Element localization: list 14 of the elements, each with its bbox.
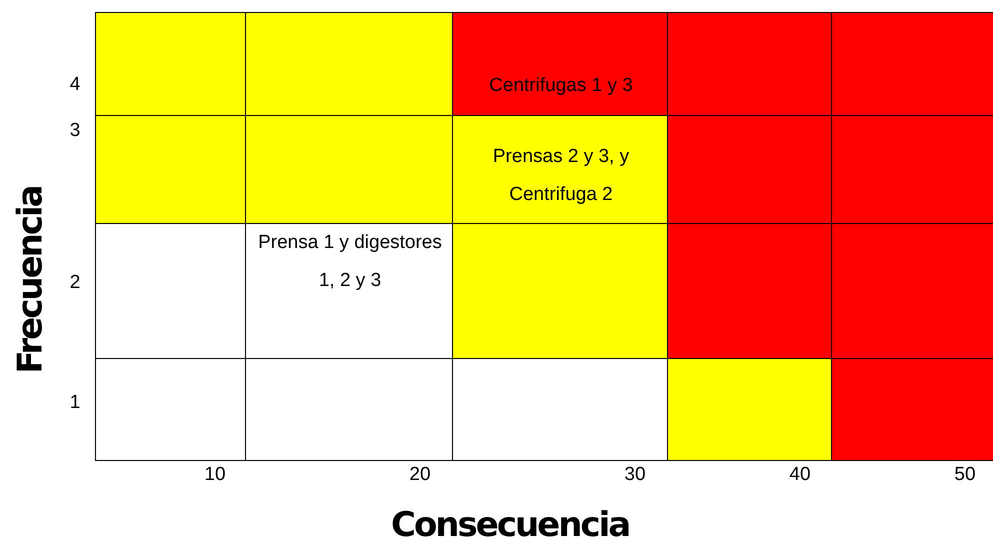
column-label: 30	[623, 463, 647, 487]
row-label: 2	[68, 271, 82, 295]
cell-text: Centrifugas 1 y 3	[488, 74, 634, 98]
column-label: 40	[788, 463, 812, 487]
axis-title: Frecuencia	[10, 186, 50, 374]
row-label: 1	[68, 391, 82, 415]
cell-text: Prensa 1 y digestores 1, 2 y 3	[257, 231, 443, 293]
column-label: 50	[953, 463, 977, 487]
column-label: 10	[203, 463, 227, 487]
row-label: 4	[68, 73, 82, 97]
axis-title: Consecuencia	[391, 505, 630, 545]
column-label: 20	[408, 463, 432, 487]
row-label: 3	[68, 119, 82, 143]
cell-text: Prensas 2 y 3, y Centrifuga 2	[492, 145, 630, 207]
